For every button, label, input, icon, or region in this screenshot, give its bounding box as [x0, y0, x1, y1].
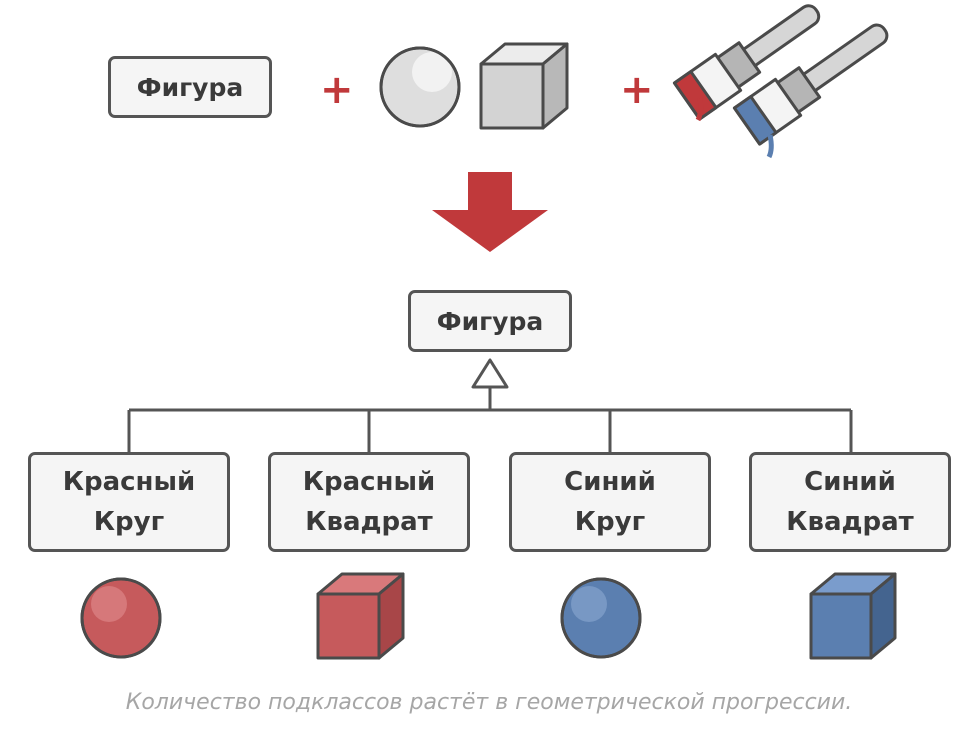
- child-class-blue-circle: Синий Круг: [509, 452, 711, 552]
- inheritance-arrowhead-icon: [471, 358, 509, 389]
- blue-cube-icon: [809, 572, 897, 660]
- parent-class-label: Фигура: [436, 306, 544, 336]
- child-label-line1: Синий: [564, 467, 656, 497]
- plus-sign-2: +: [620, 67, 654, 113]
- sphere-icon: [379, 46, 461, 128]
- inheritance-connector: [127, 387, 853, 452]
- child-label-line1: Красный: [62, 467, 196, 497]
- child-class-red-circle: Красный Круг: [28, 452, 230, 552]
- child-class-blue-square: Синий Квадрат: [749, 452, 951, 552]
- child-label-line2: Квадрат: [786, 507, 914, 537]
- top-shape-label: Фигура: [136, 72, 244, 102]
- child-label-line1: Синий: [804, 467, 896, 497]
- down-arrow-icon: [432, 172, 548, 252]
- child-label-line2: Круг: [93, 507, 165, 537]
- caption: Количество подклассов растёт в геометрич…: [125, 690, 853, 715]
- child-class-red-square: Красный Квадрат: [268, 452, 470, 552]
- red-sphere-icon: [80, 577, 162, 659]
- top-shape-box: Фигура: [108, 56, 272, 118]
- red-cube-icon: [316, 572, 405, 660]
- child-label-line1: Красный: [302, 467, 436, 497]
- parent-class-box: Фигура: [408, 290, 572, 352]
- plus-sign-1: +: [320, 67, 354, 113]
- cube-icon: [479, 42, 569, 130]
- blue-sphere-icon: [560, 577, 642, 659]
- paintbrushes-icon: [672, 4, 889, 159]
- child-label-line2: Круг: [574, 507, 646, 537]
- child-label-line2: Квадрат: [305, 507, 433, 537]
